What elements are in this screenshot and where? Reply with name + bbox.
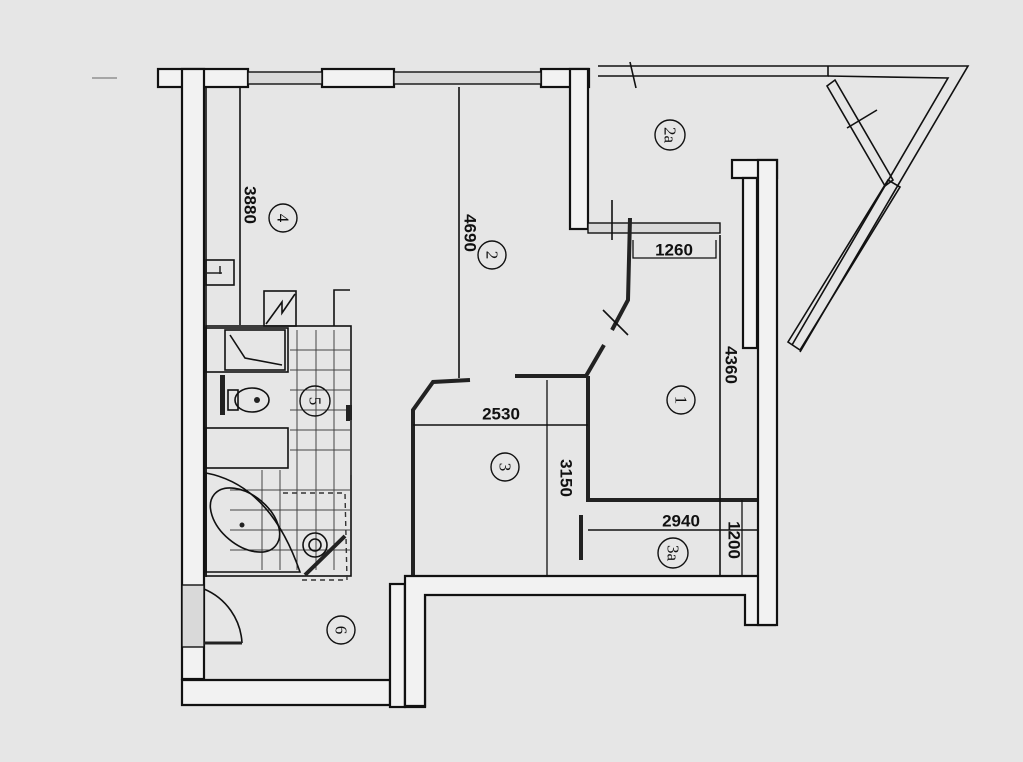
balcony-2a-outline [598, 61, 970, 353]
dim-2530: 2530 [482, 405, 520, 424]
dim-2940: 2940 [662, 512, 700, 531]
washing-machine [205, 327, 289, 373]
room-marker-5[interactable]: 5 [299, 385, 331, 417]
svg-text:2: 2 [483, 251, 502, 260]
dim-3150: 3150 [557, 459, 576, 497]
door-swing-icon [181, 584, 243, 648]
sink-icon [205, 259, 235, 286]
svg-text:4: 4 [274, 214, 293, 223]
dimension-lines [546, 240, 743, 576]
room-marker-4[interactable]: 4 [268, 203, 298, 233]
stove-icon [263, 290, 297, 327]
room-marker-2a[interactable]: 2a [654, 119, 686, 151]
exterior-walls [156, 67, 779, 709]
room-markers: 1 2 2a 3 3a 4 5 6 [268, 119, 696, 645]
dim-4360: 4360 [722, 346, 741, 384]
room-marker-3a[interactable]: 3a [657, 537, 689, 569]
svg-text:5: 5 [306, 397, 325, 406]
svg-text:1: 1 [672, 396, 691, 405]
dim-1260: 1260 [655, 241, 693, 260]
room-marker-3[interactable]: 3 [490, 452, 520, 482]
svg-text:2a: 2a [661, 127, 680, 144]
bathroom-5 [205, 325, 352, 581]
dim-1200: 1200 [725, 521, 744, 559]
washbasin-icon [302, 532, 347, 577]
kitchen-counter-edge [333, 289, 350, 326]
dimension-labels: 3880 4690 1260 4360 2530 3150 2940 1200 [241, 186, 744, 559]
windows [247, 71, 721, 234]
tile-grid [230, 330, 350, 570]
cabinet [205, 427, 289, 469]
bathtub-icon [205, 472, 302, 573]
room-marker-2[interactable]: 2 [477, 240, 507, 270]
toilet-icon [220, 375, 270, 415]
room-marker-6[interactable]: 6 [326, 615, 356, 645]
dim-3880: 3880 [241, 186, 260, 224]
svg-text:3a: 3a [664, 545, 683, 562]
svg-text:6: 6 [332, 626, 351, 635]
svg-text:3: 3 [496, 463, 515, 472]
dim-4690: 4690 [461, 214, 480, 252]
room-marker-1[interactable]: 1 [666, 385, 696, 415]
